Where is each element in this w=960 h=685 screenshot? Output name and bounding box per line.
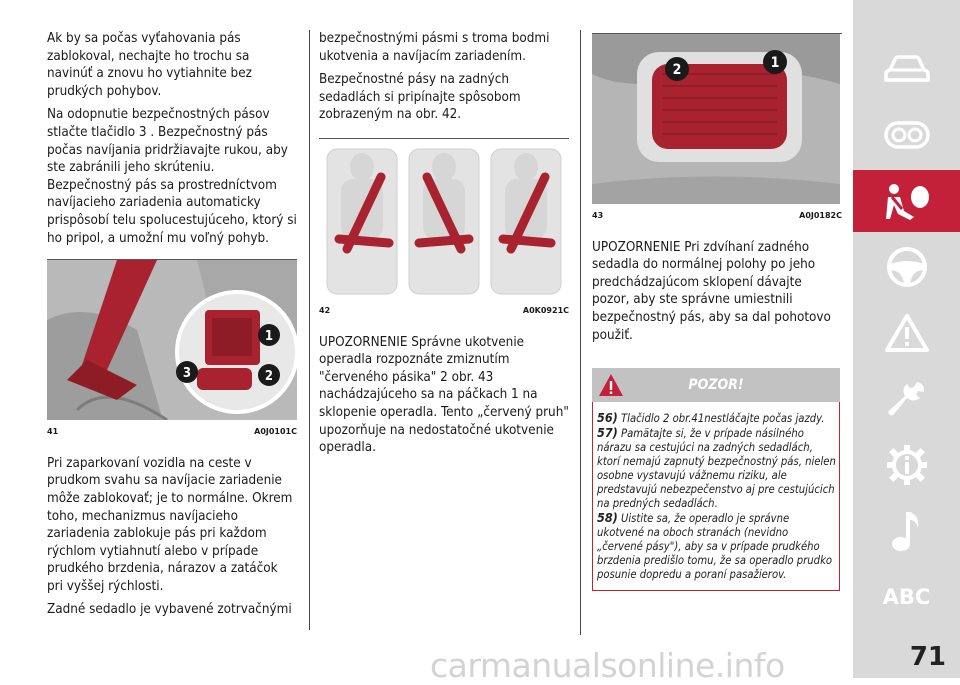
music-note-icon[interactable]	[853, 500, 960, 562]
callout-1: 1	[265, 329, 273, 344]
column-divider	[580, 30, 581, 635]
car-icon[interactable]	[853, 38, 960, 100]
paragraph: UPOZORNENIE Pri zdvíhaní zadného sedadla…	[592, 239, 831, 343]
warning-item: 56) Tlačidlo 2 obr.41nestláčajte počas j…	[597, 411, 837, 426]
paragraph: Na odopnutie bezpečnostných pásov stlačt…	[47, 107, 297, 246]
figure-42: 42 A0K0921C	[319, 137, 569, 320]
warning-item-number: 56)	[597, 410, 618, 426]
paragraph: Pri zaparkovaní vozidla na ceste v prudk…	[47, 455, 293, 594]
wrench-icon[interactable]	[853, 368, 960, 430]
callout-2: 2	[673, 62, 682, 78]
figure-41-image: 1 2 3	[47, 259, 297, 421]
seatbelt-airbag-icon[interactable]	[853, 170, 960, 232]
steering-wheel-icon[interactable]	[853, 236, 960, 298]
page-number: 71	[909, 642, 946, 672]
paragraph: Ak by sa počas vyťahovania pás zablokova…	[47, 31, 252, 99]
figure-caption: 42 A0K0921C	[319, 302, 569, 320]
figure-number: 41	[47, 427, 59, 437]
callout-2: 2	[265, 369, 273, 384]
abc-label: ABC	[882, 585, 931, 609]
figure-caption: 43 A0J0182C	[592, 207, 842, 225]
column-right: 2 1 43 A0J0182C UPOZORNENIE Pri zdvíhaní…	[592, 30, 842, 592]
figure-43-image: 2 1	[592, 33, 842, 204]
warning-item-text: Uistite sa, že operadlo je správne ukotv…	[597, 512, 833, 582]
figure-code: A0J0101C	[254, 427, 297, 437]
figure-number: 42	[319, 305, 331, 315]
column-left: Ak by sa počas vyťahovania pás zablokova…	[47, 30, 297, 625]
paragraph: bezpečnostnými pásmi s troma bodmi ukotv…	[319, 31, 550, 64]
warning-triangle-icon	[599, 374, 623, 397]
figure-43: 2 1 43 A0J0182C	[592, 33, 842, 225]
column-divider	[309, 30, 310, 630]
warning-item: 57) Pamätajte si, že v prípade násilného…	[597, 426, 837, 511]
column-middle: bezpečnostnými pásmi s troma bodmi ukotv…	[319, 30, 569, 463]
paragraph: UPOZORNENIE Správne ukotvenie operadla r…	[319, 334, 569, 456]
abc-index-icon[interactable]: ABC	[853, 566, 960, 628]
callout-1: 1	[771, 55, 780, 71]
figure-number: 43	[592, 211, 604, 220]
warning-item-number: 57)	[597, 425, 618, 441]
figure-code: A0K0921C	[522, 305, 569, 315]
service-gear-icon[interactable]	[853, 434, 960, 496]
dashboard-icon[interactable]	[853, 104, 960, 166]
chapter-sidebar: ABC 71	[853, 0, 960, 678]
warning-title: POZOR!	[688, 377, 744, 394]
figure-42-image	[319, 137, 569, 299]
warning-header: POZOR!	[592, 368, 840, 403]
callout-3: 3	[183, 366, 191, 381]
paragraph: Zadné sedadlo je vybavené zotrvačnými	[47, 602, 292, 618]
warning-item: 58) Uistite sa, že operadlo je správne u…	[597, 511, 837, 582]
warning-item-number: 58)	[597, 510, 618, 526]
paragraph: Bezpečnostné pásy na zadných sedadlách s…	[319, 72, 521, 123]
warning-item-text: Pamätajte si, že v prípade násilného nár…	[597, 427, 836, 511]
figure-41: 1 2 3 41 A0J0101C	[47, 259, 297, 441]
warning-item-text: Tlačidlo 2 obr.41nestláčajte počas jazdy…	[621, 412, 825, 426]
watermark: carmanualsonline.info	[430, 646, 785, 685]
warning-body: 56) Tlačidlo 2 obr.41nestláčajte počas j…	[592, 402, 840, 592]
figure-caption: 41 A0J0101C	[47, 423, 297, 441]
figure-code: A0J0182C	[799, 211, 842, 220]
warning-triangle-icon[interactable]	[853, 302, 960, 364]
